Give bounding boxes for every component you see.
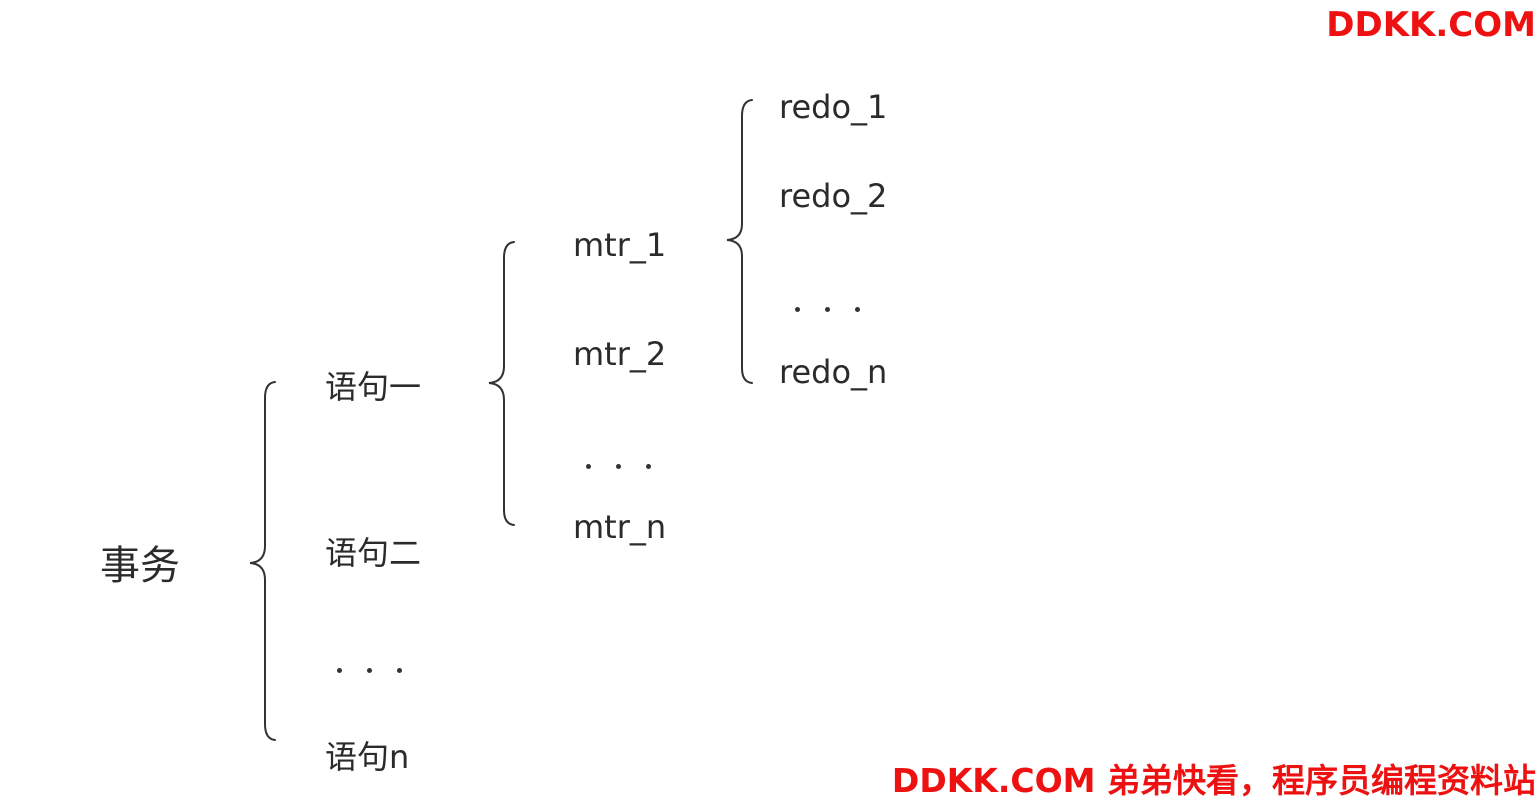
redo-node: redo_n xyxy=(779,353,888,391)
mtr-node: mtr_2 xyxy=(573,335,667,373)
redo-node: redo_1 xyxy=(779,88,888,126)
watermark-bottom: DDKK.COM 弟弟快看，程序员编程资料站 xyxy=(891,761,1536,800)
mtr-node: mtr_1 xyxy=(573,226,667,264)
root-node: 事务 xyxy=(100,543,180,589)
ellipsis-dot xyxy=(397,668,402,673)
ellipsis-dot xyxy=(586,464,591,469)
ellipsis-dot xyxy=(855,307,860,312)
redo-node: redo_2 xyxy=(779,177,888,215)
ellipsis-dot xyxy=(795,307,800,312)
ellipsis-dot xyxy=(825,307,830,312)
ellipsis-dot xyxy=(367,668,372,673)
statement-node: 语句n xyxy=(325,738,410,776)
ellipsis-dot xyxy=(646,464,651,469)
ellipsis-dot xyxy=(616,464,621,469)
brace-mtrs xyxy=(488,241,515,526)
mtrs-ellipsis xyxy=(586,454,676,473)
ellipsis-dot xyxy=(337,668,342,673)
statements-ellipsis xyxy=(337,658,427,677)
statement-node: 语句二 xyxy=(325,534,422,572)
watermark-top: DDKK.COM xyxy=(1326,5,1536,45)
brace-redos xyxy=(726,99,753,384)
mtr-node: mtr_n xyxy=(573,508,667,546)
brace-statements xyxy=(249,381,276,741)
statement-node: 语句一 xyxy=(325,368,422,406)
redos-ellipsis xyxy=(795,297,885,316)
